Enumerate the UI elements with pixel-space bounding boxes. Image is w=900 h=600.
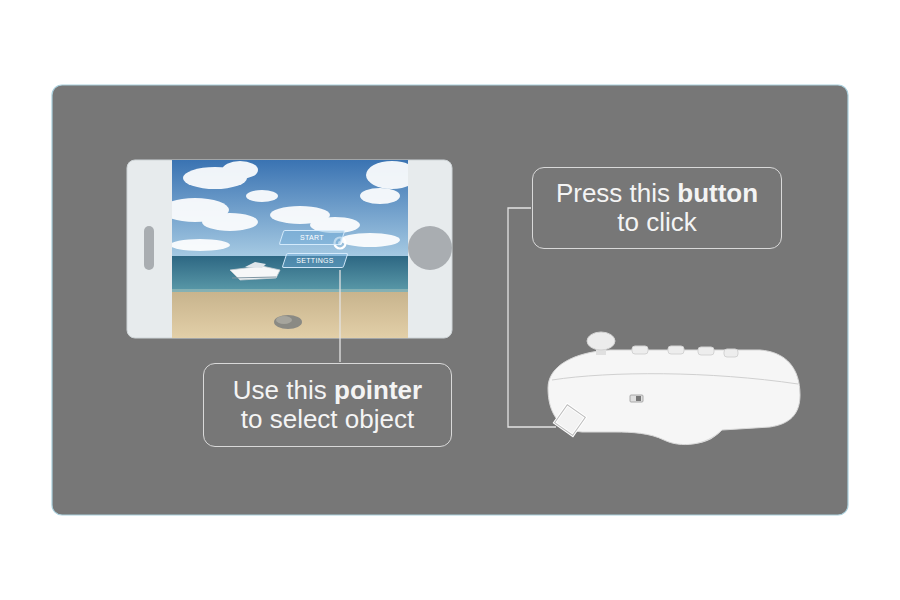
phone: [127, 160, 452, 338]
box-text: START: [300, 234, 324, 242]
screen-button: SETTINGS: [284, 253, 346, 268]
callout-box: Press this button to click: [532, 167, 782, 249]
panel: [52, 85, 848, 515]
box-text: Use this pointer to select object: [233, 376, 422, 434]
box-text: SETTINGS: [296, 257, 333, 265]
callout-box: Use this pointer to select object: [203, 363, 452, 447]
controller: [548, 332, 800, 445]
leader-line: [339, 270, 340, 362]
box-text: Press this button to click: [556, 179, 758, 237]
screen-button: START: [281, 230, 343, 245]
